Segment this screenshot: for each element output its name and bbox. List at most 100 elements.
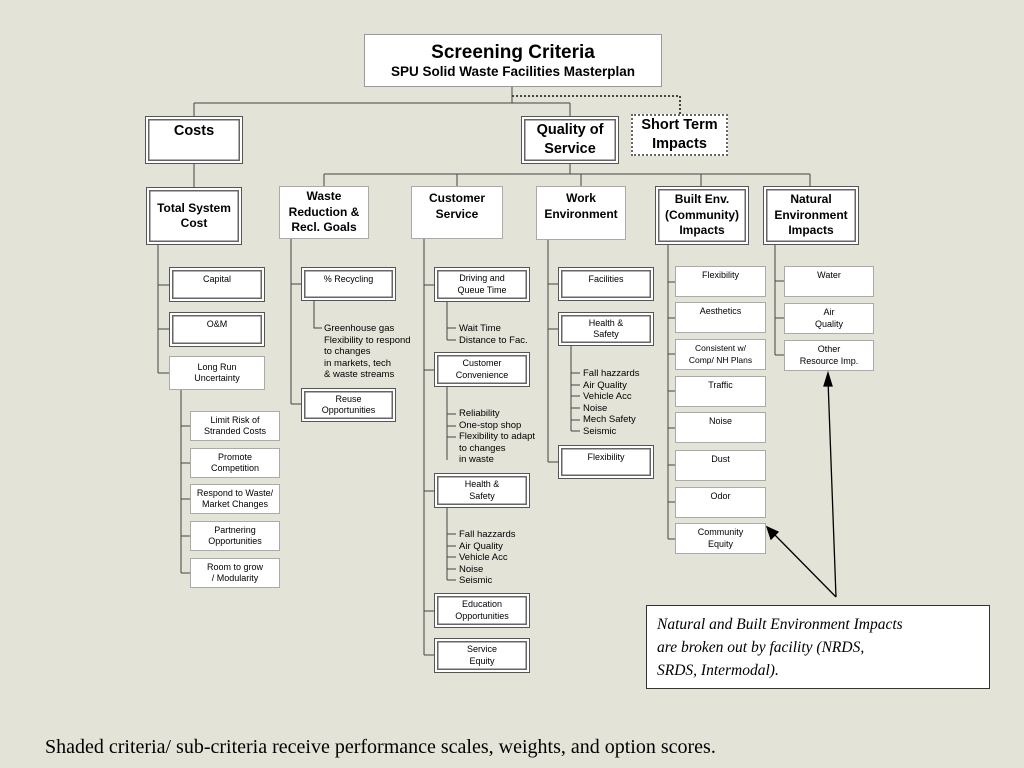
long-run-uncertainty-box: Long Run Uncertainty xyxy=(169,356,265,390)
built-env-box: Built Env. (Community) Impacts xyxy=(655,186,749,245)
recycling-sub-list: Greenhouse gas Flexibility to respond to… xyxy=(324,323,411,381)
sub-item: Seismic xyxy=(583,425,617,437)
category-label-line: Impacts xyxy=(679,223,725,238)
water-box: Water xyxy=(784,266,874,297)
category-label-line: Impacts xyxy=(788,223,834,238)
odor-box: Odor xyxy=(675,487,766,518)
category-label-line: Work xyxy=(566,191,596,205)
diagram-title: Screening Criteria xyxy=(431,41,595,63)
sub-item: One-stop shop xyxy=(459,419,522,431)
community-equity-box: Community Equity xyxy=(675,523,766,554)
category-label-line: Total System xyxy=(157,200,231,215)
driving-queue-time-box: Driving and Queue Time xyxy=(434,267,530,302)
sub-item: & waste streams xyxy=(324,369,395,381)
promote-competition-box: Promote Competition xyxy=(190,448,280,478)
work-environment-box: Work Environment xyxy=(536,186,626,240)
item-label-line: Other xyxy=(817,344,841,354)
category-label-line: Built Env. xyxy=(674,192,730,207)
reuse-opportunities-box: Reuse Opportunities xyxy=(301,388,396,422)
costs-box: Costs xyxy=(145,116,243,164)
sub-item: to changes xyxy=(459,442,506,454)
sub-item: Air Quality xyxy=(583,379,627,391)
partnering-opportunities-box: Partnering Opportunities xyxy=(190,521,280,551)
item-label: Traffic xyxy=(708,380,733,390)
note-line: SRDS, Intermodal). xyxy=(657,662,779,679)
sub-item: Air Quality xyxy=(459,540,503,552)
sub-item: Vehicle Acc xyxy=(583,391,632,403)
short-term-impacts-box: Short Term Impacts xyxy=(631,114,728,156)
note-line: are broken out by facility (NRDS, xyxy=(657,639,865,656)
customer-health-safety-box: Health & Safety xyxy=(434,473,530,508)
item-label-line: Reuse xyxy=(335,393,362,404)
customer-health-sub-list: Fall hazzards Air Quality Vehicle Acc No… xyxy=(459,529,516,587)
sub-item: in waste xyxy=(459,454,494,466)
item-label: Capital xyxy=(202,274,231,284)
item-label-line: Health & xyxy=(464,479,500,489)
item-label: % Recycling xyxy=(323,274,374,284)
recycling-box: % Recycling xyxy=(301,267,396,301)
sub-item: Reliability xyxy=(459,408,500,419)
capital-box: Capital xyxy=(169,267,265,302)
item-label-line: Consistent w/ xyxy=(694,343,747,353)
item-label-line: Opportunities xyxy=(208,536,262,546)
item-label: Dust xyxy=(711,454,730,464)
category-label-line: Recl. Goals xyxy=(291,220,357,235)
om-box: O&M xyxy=(169,312,265,347)
total-system-cost-box: Total System Cost xyxy=(146,187,242,245)
item-label-line: Opportunities xyxy=(455,610,509,621)
item-label-line: Uncertainty xyxy=(194,373,240,383)
education-opportunities-box: Education Opportunities xyxy=(434,593,530,628)
item-label-line: Competition xyxy=(210,463,260,473)
costs-label: Costs xyxy=(173,123,215,139)
item-label-line: Partnering xyxy=(214,524,256,535)
item-label-line: Convenience xyxy=(455,369,509,380)
item-label-line: Service xyxy=(466,644,497,654)
item-label-line: Long Run xyxy=(197,361,237,372)
category-label-line: Service xyxy=(435,206,479,221)
item-label-line: Health & xyxy=(588,317,624,328)
customer-service-box: Customer Service xyxy=(411,186,503,239)
category-label-line: Environment xyxy=(774,207,848,222)
work-health-sub-list: Fall hazzards Air Quality Vehicle Acc No… xyxy=(583,368,640,438)
built-noise-box: Noise xyxy=(675,412,766,443)
category-label-line: Natural xyxy=(790,192,832,207)
quality-label-line: Service xyxy=(544,141,596,157)
air-quality-box: Air Quality xyxy=(784,303,874,334)
diagram-subtitle: SPU Solid Waste Facilities Masterplan xyxy=(390,63,636,79)
item-label-line: Promote xyxy=(217,451,252,462)
sub-item: Seismic xyxy=(459,575,493,587)
category-label-line: Environment xyxy=(544,206,618,221)
natural-env-box: Natural Environment Impacts xyxy=(763,186,859,245)
sub-item: Flexibility to respond xyxy=(324,334,411,346)
item-label-line: Queue Time xyxy=(457,284,507,295)
short-term-label-line: Short Term xyxy=(641,117,718,133)
room-to-grow-box: Room to grow / Modularity xyxy=(190,558,280,588)
quality-of-service-box: Quality of Service xyxy=(521,116,619,164)
built-flexibility-box: Flexibility xyxy=(675,266,766,297)
customer-convenience-box: Customer Convenience xyxy=(434,352,530,387)
item-label-line: Resource Imp. xyxy=(799,355,859,366)
note-line: Natural and Built Environment Impacts xyxy=(657,616,903,633)
sub-item: Wait Time xyxy=(459,323,501,334)
dust-box: Dust xyxy=(675,450,766,481)
sub-item: Vehicle Acc xyxy=(459,552,508,564)
sub-item: Distance to Fac. xyxy=(459,334,528,346)
sub-item: to changes xyxy=(324,346,371,358)
item-label: Noise xyxy=(708,416,732,426)
sub-item: Greenhouse gas xyxy=(324,323,395,334)
work-flexibility-box: Flexibility xyxy=(558,445,654,479)
title-box: Screening Criteria SPU Solid Waste Facil… xyxy=(364,34,662,87)
item-label-line: Driving and xyxy=(459,273,505,283)
sub-item: Flexibility to adapt xyxy=(459,431,536,443)
item-label-line: Equity xyxy=(469,655,495,666)
driving-sub-list: Wait Time Distance to Fac. xyxy=(459,323,528,346)
item-label-line: Quality xyxy=(814,318,843,329)
item-label: Facilities xyxy=(588,274,624,284)
facilities-box: Facilities xyxy=(558,267,654,301)
item-label-line: Safety xyxy=(593,329,619,339)
item-label: Flexibility xyxy=(587,452,625,462)
sub-item: Noise xyxy=(459,563,484,575)
item-label: O&M xyxy=(206,319,228,329)
sub-item: Fall hazzards xyxy=(459,529,516,540)
